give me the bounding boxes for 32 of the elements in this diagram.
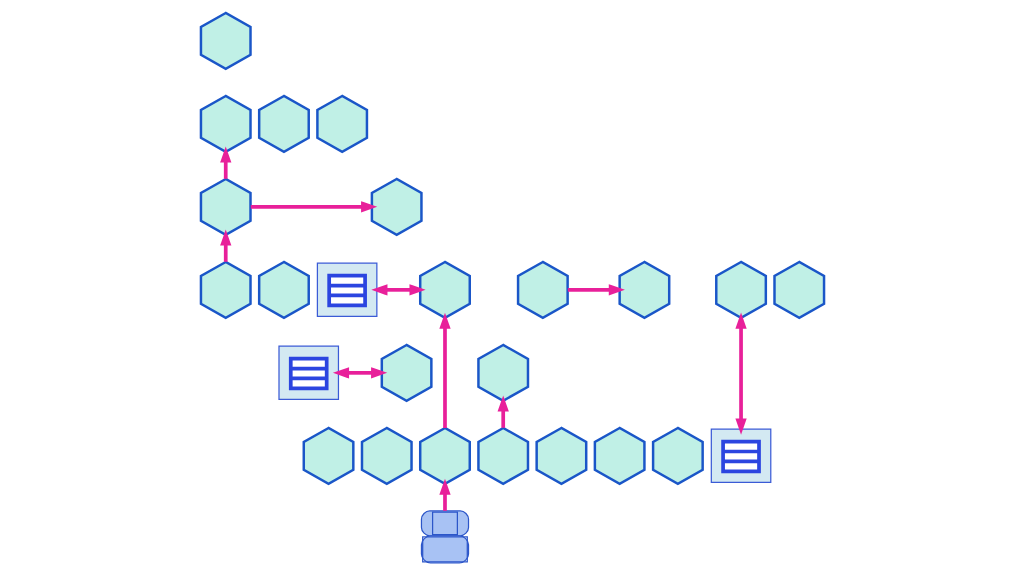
node-hexagon [199,260,252,320]
node-hexagon [534,426,587,486]
arrow [438,312,451,428]
arrow [438,478,451,511]
node-hexagon [199,94,252,154]
node-hexagon [617,260,670,320]
arrow [250,201,377,213]
node-hexagon [199,177,252,237]
arrow [734,312,747,435]
node-hexagon [257,260,310,320]
arrow [370,284,426,296]
node-hexagon [476,426,529,486]
node-hexagon [418,426,471,486]
node-hexagon [516,260,569,320]
arrow [219,229,231,262]
node-hexagon [418,260,471,320]
node-hexagon [380,343,433,403]
node-hexagon [651,426,704,486]
node-hexagon [370,177,423,237]
node-hexagon [257,94,310,154]
node-hexagon [593,426,646,486]
node-hexagon [360,426,413,486]
arrow [567,284,625,296]
node-hexagon [476,343,529,403]
arrow [332,367,387,379]
node-hexagon [199,11,252,71]
arrow [219,146,231,179]
node-hexagon [714,260,767,320]
arrow [497,395,509,428]
node-hexagon [302,426,355,486]
node-hexagon [315,94,368,154]
node-hexagon [772,260,825,320]
